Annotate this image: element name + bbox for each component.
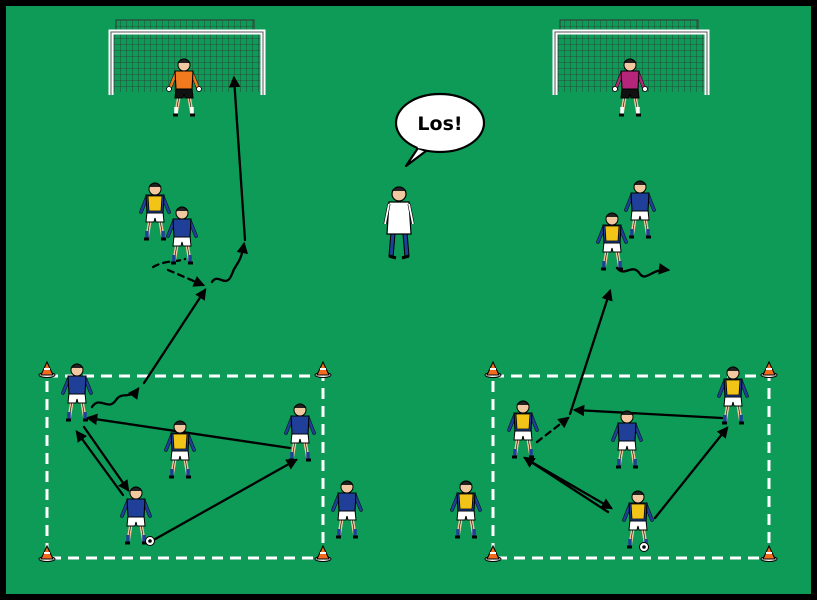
pass-arrow xyxy=(568,288,613,416)
pass-arrow xyxy=(572,404,724,420)
cone-icon xyxy=(38,360,56,378)
pass-arrow xyxy=(75,430,125,497)
pass-arrow xyxy=(82,425,130,492)
player-icon xyxy=(611,410,643,469)
drill-zone-right xyxy=(491,374,771,560)
goalkeeper-icon xyxy=(166,58,202,117)
shot-arrow xyxy=(228,75,247,242)
dribble-arrow xyxy=(90,387,140,409)
ball-icon xyxy=(639,542,649,552)
drill-zone-left xyxy=(45,374,325,560)
ball-icon xyxy=(145,536,155,546)
cone-icon xyxy=(38,544,56,562)
player-icon xyxy=(120,486,152,545)
pass-arrow xyxy=(148,458,299,544)
player-icon xyxy=(331,480,363,539)
cone-icon xyxy=(314,544,332,562)
cone-icon xyxy=(760,544,778,562)
player-icon xyxy=(717,366,749,425)
players xyxy=(61,58,749,552)
player-icon xyxy=(166,206,198,265)
player-icon xyxy=(164,420,196,479)
cones xyxy=(38,360,778,562)
run-arrow xyxy=(535,416,570,444)
player-icon xyxy=(596,212,628,271)
player-icon xyxy=(284,403,316,462)
dribble-arrow xyxy=(210,241,249,284)
run-arrow xyxy=(151,257,187,269)
goalkeeper-icon xyxy=(612,58,648,117)
pass-arrow xyxy=(653,426,729,520)
run-arrow xyxy=(166,268,206,287)
cone-icon xyxy=(314,360,332,378)
goal-icon xyxy=(552,19,710,95)
coach-icon xyxy=(383,186,415,260)
player-icon xyxy=(450,480,482,539)
player-icon xyxy=(139,182,171,241)
player-icon xyxy=(622,490,654,549)
speech-bubble-icon: Los! xyxy=(394,92,486,168)
cone-icon xyxy=(484,360,502,378)
player-icon xyxy=(61,363,93,422)
pass-arrow xyxy=(523,456,610,514)
dribble-arrow xyxy=(615,263,671,278)
cone-icon xyxy=(760,360,778,378)
player-icon xyxy=(624,180,656,239)
pass-arrow xyxy=(142,288,207,385)
player-icon xyxy=(507,400,539,459)
cone-icon xyxy=(484,544,502,562)
callout-text: Los! xyxy=(417,113,462,135)
